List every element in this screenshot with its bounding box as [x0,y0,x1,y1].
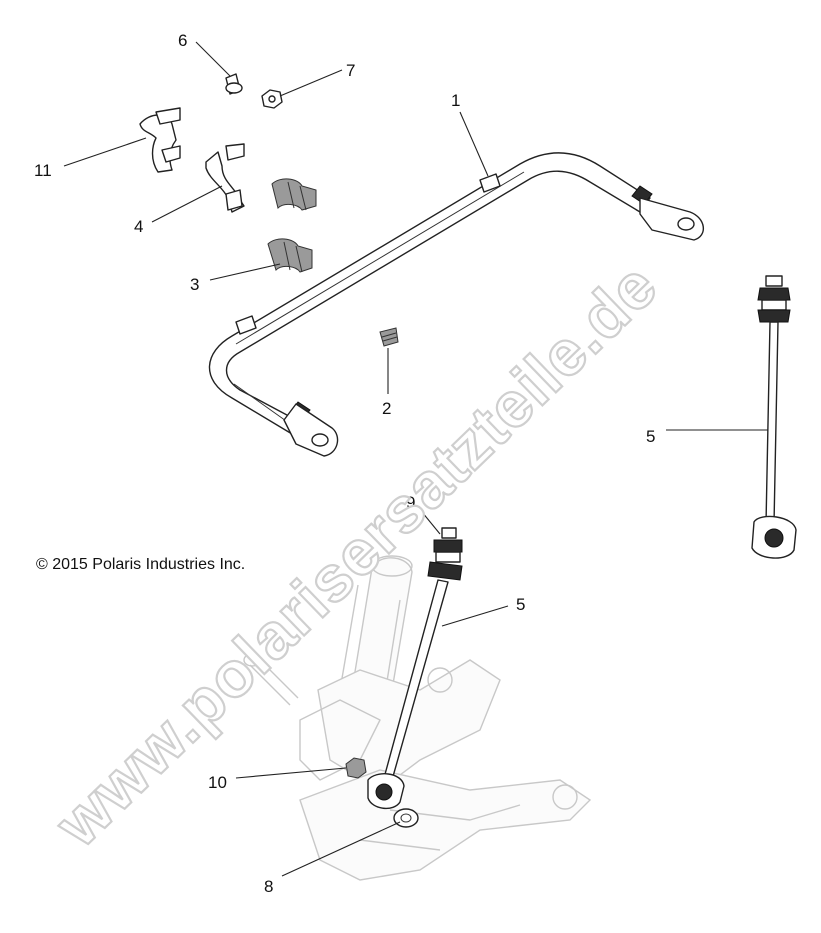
callout-8: 8 [264,877,273,896]
clamp-alt-tab-bottom [161,145,181,163]
callout-11: 11 [34,161,52,180]
leader-10 [235,767,347,779]
leader-4 [151,185,223,223]
nut-hole [268,95,276,103]
clamp [205,143,245,213]
callout-9: 9 [406,493,415,512]
nut [261,89,283,109]
bolt-ghost [249,657,299,706]
clamp-tab-top [225,143,245,161]
link-lower-washer [435,551,461,563]
callout-10: 10 [208,773,227,792]
clamp-tab-bottom [225,189,243,211]
stabilizer-bar-collar-left [235,315,257,335]
shock-absorber-ghost [351,557,413,691]
leader-lines [63,41,768,877]
callout-7: 7 [346,61,355,80]
bushing-upper-body [271,178,317,211]
upper-pivot-ghost [427,667,453,693]
leader-6 [195,41,231,77]
callout-2: 2 [382,399,391,418]
knuckle-ghost [317,659,501,791]
stabilizer-bar [208,152,704,457]
stabilizer-bar-hole-left [311,433,329,447]
leader-1 [459,111,489,177]
clamp-alt-body [139,114,177,173]
bushing-upper [271,178,317,211]
clamp-alt [139,107,181,173]
bushing-upper-ribs [287,181,307,211]
bolt [225,73,243,95]
link-right-eye-bushing [764,528,784,548]
lock-nut-body [345,757,367,779]
copyright-text: © 2015 Polaris Industries Inc. [36,556,245,573]
callout-4: 4 [134,217,143,236]
link-lower-bushing-2 [427,561,463,581]
callout-3: 3 [190,275,199,294]
link-lower-stud [441,527,457,539]
leader-5-lower [441,605,509,627]
leader-3 [209,263,281,281]
a-arm-ghost [299,769,592,881]
bolt-head-ghost [243,653,261,667]
link-right-washer [761,299,787,311]
bolt-head [225,82,243,94]
stabilizer-link-lower [367,527,463,809]
link-right-bushing-2 [757,309,791,323]
callout-1: 1 [451,91,460,110]
stabilizer-bar-collar-right [479,173,501,193]
stabilizer-link-right [751,275,797,559]
leader-8 [281,821,401,877]
bushing-lower-body [267,238,313,273]
shock-top-ghost [371,555,413,577]
stabilizer-bar-end-left [283,403,339,457]
grease-fitting-threads [381,332,398,342]
stabilizer-bar-body [208,152,651,435]
washer [393,808,419,828]
link-right-rod [765,321,779,525]
stabilizer-bar-hole-right [677,217,695,231]
stabilizer-bar-end-right [639,197,704,241]
link-lower-eye-bushing [375,783,393,801]
callout-5-lower: 5 [516,595,525,614]
link-right-bushing-1 [757,287,791,301]
bushing-lower [267,238,313,273]
leader-7 [279,69,343,97]
lock-nut [345,757,367,779]
grease-fitting [379,327,399,347]
leader-9 [421,511,441,535]
a-arm-pivot-ghost [552,784,578,810]
bushing-lower-ribs [283,241,303,273]
link-right-stud [765,275,783,287]
washer-inner [400,813,412,823]
leader-11 [63,137,147,167]
clamp-alt-tab-top [155,107,181,125]
callout-6: 6 [178,31,187,50]
callout-5-right: 5 [646,427,655,446]
callout-labels: 6 7 1 11 4 3 2 5 9 5 10 8 [34,31,655,896]
washer-outer [393,808,419,828]
grease-fitting-body [379,327,399,347]
link-lower-bushing-1 [433,539,463,553]
